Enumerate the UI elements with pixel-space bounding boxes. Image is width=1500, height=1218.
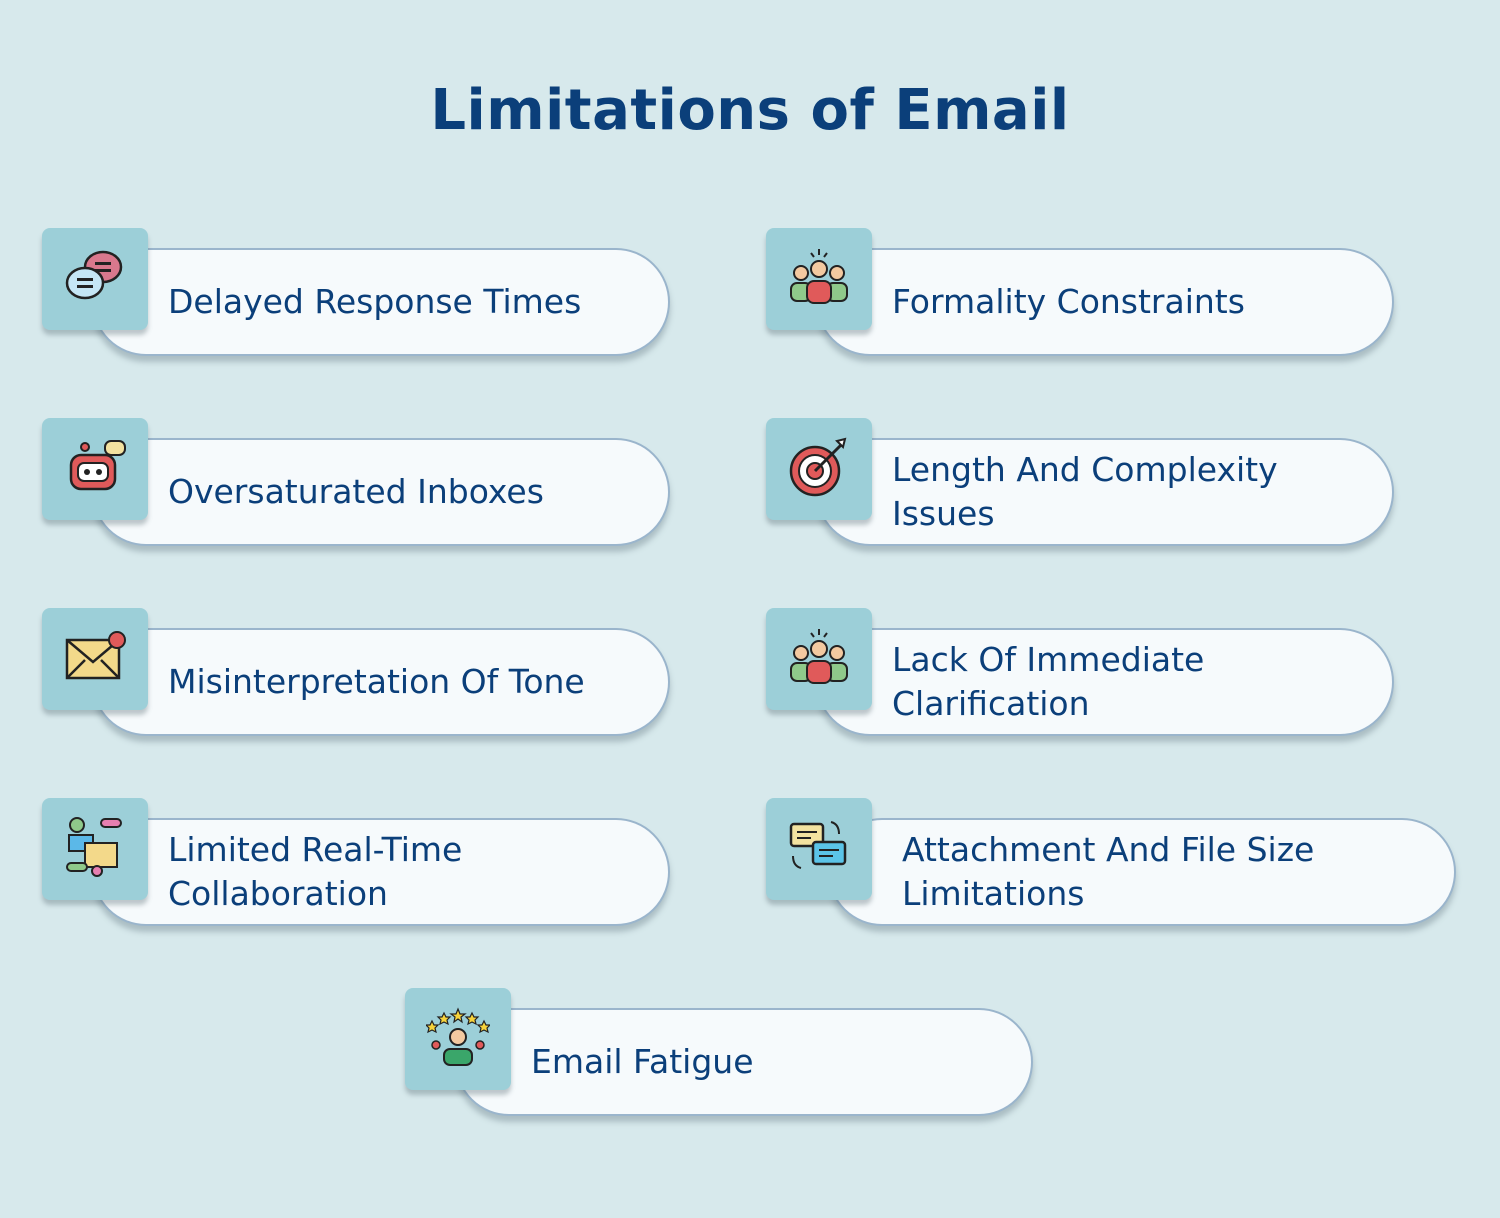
card-label: Formality Constraints bbox=[892, 248, 1354, 356]
card-label-text: Email Fatigue bbox=[531, 1042, 754, 1081]
card-label: Attachment And File Size Limitations bbox=[902, 818, 1416, 926]
limitation-card: Email Fatigue bbox=[405, 988, 1033, 1116]
icon-box bbox=[766, 228, 872, 330]
icon-box bbox=[405, 988, 511, 1090]
icon-box bbox=[766, 418, 872, 520]
card-pill bbox=[816, 438, 1394, 546]
limitation-card: Attachment And File Size Limitations bbox=[766, 798, 1456, 926]
card-label: Oversaturated Inboxes bbox=[168, 438, 630, 546]
card-pill bbox=[816, 248, 1394, 356]
card-pill bbox=[92, 248, 670, 356]
card-label: Limited Real-Time Collaboration bbox=[168, 818, 630, 926]
page-title: Limitations of Email bbox=[430, 78, 1070, 143]
icon-box bbox=[766, 798, 872, 900]
card-label-text: Formality Constraints bbox=[892, 282, 1245, 321]
icon-box bbox=[42, 228, 148, 330]
card-label-text: Oversaturated Inboxes bbox=[168, 472, 544, 511]
card-pill bbox=[92, 438, 670, 546]
limitation-card: Formality Constraints bbox=[766, 228, 1394, 356]
card-pill bbox=[92, 628, 670, 736]
robot-icon bbox=[63, 437, 127, 501]
limitation-card: Delayed Response Times bbox=[42, 228, 670, 356]
icon-box bbox=[42, 608, 148, 710]
card-label-text: Attachment And File Size Limitations bbox=[902, 830, 1315, 913]
limitation-card: Length And Complexity Issues bbox=[766, 418, 1394, 546]
team-icon bbox=[787, 627, 851, 691]
icon-box bbox=[42, 798, 148, 900]
rating-person-icon bbox=[424, 1007, 492, 1071]
card-label-text: Limited Real-Time Collaboration bbox=[168, 830, 463, 913]
card-label: Delayed Response Times bbox=[168, 248, 630, 356]
card-label: Lack Of Immediate Clarification bbox=[892, 628, 1354, 736]
collaboration-icon bbox=[65, 815, 125, 883]
icon-box bbox=[766, 608, 872, 710]
team-icon bbox=[787, 247, 851, 311]
card-pill bbox=[828, 818, 1456, 926]
message-exchange-icon bbox=[787, 818, 851, 880]
card-pill bbox=[816, 628, 1394, 736]
card-label-text: Lack Of Immediate Clarification bbox=[892, 640, 1205, 723]
icon-box bbox=[42, 418, 148, 520]
limitation-card: Misinterpretation Of Tone bbox=[42, 608, 670, 736]
card-pill bbox=[455, 1008, 1033, 1116]
envelope-notification-icon bbox=[63, 630, 127, 688]
card-label: Length And Complexity Issues bbox=[892, 438, 1354, 546]
card-label-text: Delayed Response Times bbox=[168, 282, 582, 321]
card-pill bbox=[92, 818, 670, 926]
limitation-card: Oversaturated Inboxes bbox=[42, 418, 670, 546]
limitation-card: Limited Real-Time Collaboration bbox=[42, 798, 670, 926]
target-icon bbox=[787, 435, 851, 503]
limitation-card: Lack Of Immediate Clarification bbox=[766, 608, 1394, 736]
card-label-text: Length And Complexity Issues bbox=[892, 450, 1278, 533]
chat-bubbles-icon bbox=[63, 249, 127, 309]
card-label: Email Fatigue bbox=[531, 1008, 993, 1116]
card-label-text: Misinterpretation Of Tone bbox=[168, 662, 585, 701]
card-label: Misinterpretation Of Tone bbox=[168, 628, 630, 736]
